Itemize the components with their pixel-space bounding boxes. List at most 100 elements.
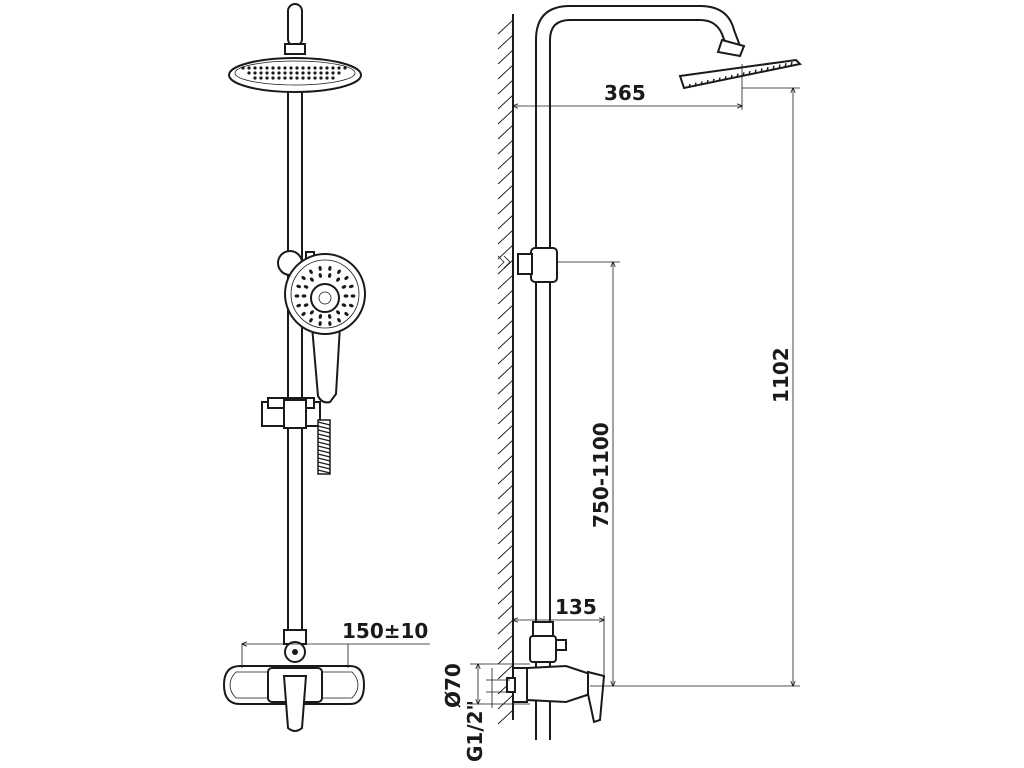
hose-coil-line	[317, 445, 331, 450]
adjustable-height-label: 750-1100	[589, 422, 613, 528]
hand-nozzle	[318, 266, 322, 271]
front-sliding-holder	[261, 397, 321, 429]
side-head-nozzle	[700, 81, 703, 86]
side-head-nozzle	[778, 64, 781, 69]
wall-hatch-line	[497, 229, 514, 245]
hand-nozzle	[309, 318, 313, 323]
wall-hatch-line	[497, 619, 514, 635]
wall-hatch-line	[497, 19, 514, 35]
head-reach-label: 365	[604, 81, 646, 105]
wall-hatch-line	[497, 214, 514, 230]
hand-nozzle	[343, 294, 349, 298]
hose-coil-line	[317, 457, 331, 462]
hose-coil-line	[317, 429, 331, 434]
hose-coil-line	[317, 425, 331, 430]
head-nozzle	[271, 71, 275, 75]
head-nozzle	[289, 66, 293, 70]
side-overhead-shower-head	[678, 38, 803, 90]
hand-nozzle	[337, 318, 341, 323]
front-head-collar	[284, 43, 306, 55]
wall-hatch-line	[497, 634, 514, 650]
hand-nozzle	[336, 277, 341, 282]
wall-hatch-line	[497, 694, 514, 710]
head-nozzle	[241, 66, 245, 70]
wall-hatch-line	[497, 319, 514, 335]
wall-hatch-line	[497, 499, 514, 515]
hose-coil-line	[317, 465, 331, 470]
hand-nozzle	[348, 284, 354, 289]
wall-hatch-line	[497, 154, 514, 170]
wall-hatch-line	[497, 184, 514, 200]
hand-nozzle	[303, 285, 309, 289]
wall-hatch-line	[497, 574, 514, 590]
flange-diameter-label: Ø70	[441, 663, 465, 708]
side-head-nozzle	[736, 73, 739, 78]
wall-hatch-line	[497, 79, 514, 95]
wall-hatch-line	[497, 109, 514, 125]
head-nozzle	[265, 66, 269, 70]
hose-coil-line	[317, 441, 331, 446]
wall-hatch-line	[497, 64, 514, 80]
head-nozzle	[277, 71, 281, 75]
head-nozzle	[343, 66, 347, 70]
inlet-spacing-label: 150±10	[342, 619, 428, 643]
head-nozzle	[313, 76, 317, 80]
head-nozzle	[307, 76, 311, 80]
head-nozzle	[259, 66, 263, 70]
head-nozzle	[259, 71, 263, 75]
hand-nozzle	[301, 276, 306, 280]
head-nozzle	[277, 66, 281, 70]
wall-hatch-line	[497, 304, 514, 320]
side-diverter	[529, 621, 567, 663]
front-diverter	[283, 629, 307, 663]
wall-hatch-line	[497, 649, 514, 665]
side-head-nozzle	[730, 74, 733, 80]
head-nozzle	[325, 66, 329, 70]
hand-nozzle	[303, 303, 309, 307]
head-nozzle	[277, 76, 281, 80]
wall-hatch-line	[497, 34, 514, 50]
wall-hatch-line	[497, 334, 514, 350]
front-view	[222, 3, 366, 732]
total-height-dimension: 1102	[590, 88, 800, 686]
side-head-nozzle	[688, 83, 691, 89]
wall-hatch-line	[497, 454, 514, 470]
head-nozzle	[301, 71, 305, 75]
front-hose	[317, 419, 331, 475]
wall-hatch-line	[497, 394, 514, 410]
head-nozzle	[307, 66, 311, 70]
hand-nozzle	[350, 294, 356, 298]
wall-hatch-line	[497, 529, 514, 545]
head-nozzle	[319, 76, 323, 80]
head-nozzle	[325, 71, 329, 75]
total-height-label: 1102	[769, 347, 793, 403]
hand-nozzle	[336, 310, 341, 315]
thread-size-label: G1/2"	[463, 700, 487, 762]
side-head-nozzle	[760, 68, 763, 73]
head-nozzle	[247, 71, 251, 75]
hand-nozzle	[294, 294, 300, 298]
head-nozzle	[331, 66, 335, 70]
head-nozzle	[301, 66, 305, 70]
inlet-spacing-dimension: 150±10	[242, 619, 430, 668]
head-nozzle	[295, 71, 299, 75]
head-nozzle	[271, 76, 275, 80]
side-rail	[535, 5, 741, 740]
hand-nozzle	[309, 269, 313, 274]
head-nozzle	[253, 76, 257, 80]
side-head-nozzle	[766, 66, 769, 72]
hose-coil-line	[317, 469, 331, 474]
wall-hatch-line	[497, 94, 514, 110]
hand-nozzle	[344, 312, 349, 316]
head-nozzle	[283, 76, 287, 80]
wall-hatch-line	[497, 379, 514, 395]
head-nozzle	[253, 66, 257, 70]
wall-hatch-line	[497, 484, 514, 500]
wall-hatch-line	[497, 544, 514, 560]
front-hand-shower	[284, 253, 366, 404]
hand-nozzle	[296, 303, 302, 308]
wall-hatch-line	[497, 169, 514, 185]
adjustable-height-dimension: 750-1100	[557, 262, 620, 686]
hose-coil-line	[317, 433, 331, 438]
head-nozzle	[337, 66, 341, 70]
